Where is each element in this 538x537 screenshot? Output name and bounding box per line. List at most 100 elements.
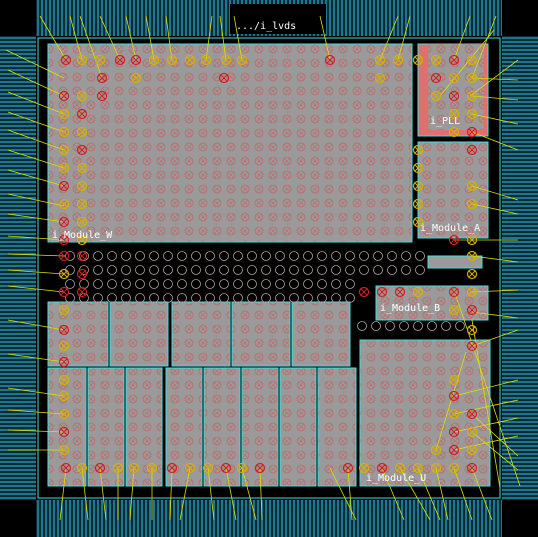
circle-cross-icon[interactable]: [218, 72, 230, 84]
circle-cross-icon[interactable]: [58, 426, 70, 438]
circle-cross-icon[interactable]: [466, 340, 478, 352]
macro-block-r1-4[interactable]: [231, 301, 291, 367]
circle-cross-icon[interactable]: [76, 462, 88, 474]
macro-module-w[interactable]: [47, 43, 413, 243]
macro-array-row-2[interactable]: [47, 367, 357, 487]
circle-cross-icon[interactable]: [376, 286, 388, 298]
circle-cross-icon[interactable]: [94, 54, 106, 66]
circle-cross-icon[interactable]: [58, 286, 70, 298]
circle-cross-icon[interactable]: [94, 462, 106, 474]
circle-cross-icon[interactable]: [466, 126, 478, 138]
label-module-b[interactable]: i_Module_B: [380, 303, 441, 314]
circle-cross-icon[interactable]: [466, 90, 478, 102]
circle-cross-icon[interactable]: [466, 144, 478, 156]
macro-block-r2-8[interactable]: [317, 367, 357, 487]
circle-cross-icon[interactable]: [466, 304, 478, 316]
macro-block-r2-4[interactable]: [165, 367, 203, 487]
circle-cross-icon[interactable]: [466, 250, 478, 262]
macro-module-u[interactable]: [359, 339, 491, 487]
circle-cross-icon[interactable]: [394, 286, 406, 298]
circle-cross-icon[interactable]: [130, 72, 142, 84]
circle-cross-icon[interactable]: [466, 408, 478, 420]
circle-cross-icon[interactable]: [76, 126, 88, 138]
circle-cross-icon[interactable]: [466, 198, 478, 210]
circle-cross-icon[interactable]: [58, 408, 70, 420]
macro-block-r1-5[interactable]: [291, 301, 351, 367]
circle-cross-icon[interactable]: [448, 374, 460, 386]
circle-cross-icon[interactable]: [58, 108, 70, 120]
circle-cross-icon[interactable]: [466, 108, 478, 120]
circle-cross-icon[interactable]: [412, 180, 424, 192]
label-pll[interactable]: i_PLL: [430, 116, 461, 127]
circle-cross-icon[interactable]: [448, 462, 460, 474]
circle-cross-icon[interactable]: [58, 180, 70, 192]
circle-cross-icon[interactable]: [448, 108, 460, 120]
circle-cross-icon[interactable]: [448, 72, 460, 84]
circle-cross-icon[interactable]: [76, 234, 88, 246]
circle-cross-icon[interactable]: [58, 126, 70, 138]
circle-cross-icon[interactable]: [76, 198, 88, 210]
circle-cross-icon[interactable]: [376, 462, 388, 474]
circle-cross-icon[interactable]: [412, 54, 424, 66]
circle-cross-icon[interactable]: [148, 54, 160, 66]
circle-cross-icon[interactable]: [76, 250, 88, 262]
circle-cross-icon[interactable]: [448, 426, 460, 438]
circle-cross-icon[interactable]: [466, 72, 478, 84]
circle-cross-icon[interactable]: [58, 356, 70, 368]
circle-cross-icon[interactable]: [466, 444, 478, 456]
circle-cross-icon[interactable]: [220, 462, 232, 474]
circle-cross-icon[interactable]: [448, 54, 460, 66]
circle-cross-icon[interactable]: [448, 286, 460, 298]
pin-markers[interactable]: [58, 54, 478, 474]
circle-cross-icon[interactable]: [166, 462, 178, 474]
circle-cross-icon[interactable]: [220, 54, 232, 66]
circle-cross-icon[interactable]: [448, 126, 460, 138]
circle-cross-icon[interactable]: [114, 54, 126, 66]
circle-cross-icon[interactable]: [430, 90, 442, 102]
circle-cross-icon[interactable]: [430, 72, 442, 84]
circle-cross-icon[interactable]: [76, 162, 88, 174]
circle-cross-icon[interactable]: [448, 390, 460, 402]
macro-block-r2-7[interactable]: [279, 367, 317, 487]
circle-cross-icon[interactable]: [58, 304, 70, 316]
circle-cross-icon[interactable]: [324, 54, 336, 66]
circle-cross-icon[interactable]: [58, 374, 70, 386]
circle-cross-icon[interactable]: [60, 462, 72, 474]
circle-cross-icon[interactable]: [96, 72, 108, 84]
macro-block-r2-6[interactable]: [241, 367, 279, 487]
circle-cross-icon[interactable]: [374, 72, 386, 84]
circle-cross-icon[interactable]: [76, 286, 88, 298]
circle-cross-icon[interactable]: [184, 54, 196, 66]
circle-cross-icon[interactable]: [466, 286, 478, 298]
circle-cross-icon[interactable]: [412, 144, 424, 156]
circle-cross-icon[interactable]: [430, 54, 442, 66]
circle-cross-icon[interactable]: [58, 444, 70, 456]
circle-cross-icon[interactable]: [412, 216, 424, 228]
circle-cross-icon[interactable]: [166, 54, 178, 66]
circle-cross-icon[interactable]: [58, 144, 70, 156]
circle-cross-icon[interactable]: [358, 462, 370, 474]
macro-block-r2-2[interactable]: [87, 367, 125, 487]
circle-cross-icon[interactable]: [448, 444, 460, 456]
macro-block-r1-1[interactable]: [47, 301, 109, 367]
circle-cross-icon[interactable]: [466, 180, 478, 192]
circle-cross-icon[interactable]: [412, 462, 424, 474]
circle-cross-icon[interactable]: [58, 90, 70, 102]
circle-cross-icon[interactable]: [236, 462, 248, 474]
circle-cross-icon[interactable]: [76, 108, 88, 120]
circle-cross-icon[interactable]: [146, 462, 158, 474]
circle-cross-icon[interactable]: [430, 462, 442, 474]
circle-cross-icon[interactable]: [448, 304, 460, 316]
macro-array-row-1[interactable]: [47, 301, 351, 367]
circle-cross-icon[interactable]: [342, 462, 354, 474]
circle-cross-icon[interactable]: [254, 462, 266, 474]
circle-cross-icon[interactable]: [130, 54, 142, 66]
circle-cross-icon[interactable]: [76, 144, 88, 156]
circle-cross-icon[interactable]: [58, 162, 70, 174]
circle-cross-icon[interactable]: [96, 90, 108, 102]
macro-module-a[interactable]: [417, 141, 489, 239]
label-module-w[interactable]: i_Module_W: [52, 230, 113, 241]
circle-cross-icon[interactable]: [76, 180, 88, 192]
circle-cross-icon[interactable]: [58, 198, 70, 210]
